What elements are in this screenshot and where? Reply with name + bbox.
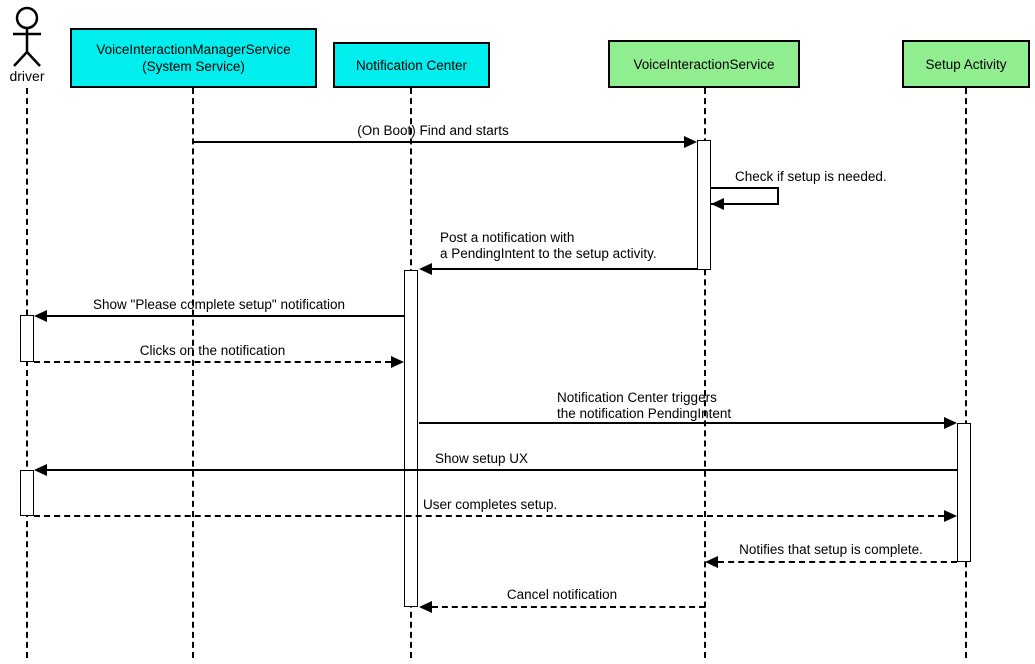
message-user-completes-label: User completes setup. — [423, 497, 558, 512]
message-notifies-complete-label: Notifies that setup is complete. — [739, 542, 923, 557]
arrowhead-left-icon — [34, 464, 47, 476]
message-show-notification-line — [47, 315, 404, 317]
message-check-setup-loop — [711, 187, 779, 205]
actor-driver-label: driver — [9, 68, 45, 84]
message-on-boot-label: (On Boot) Find and starts — [357, 123, 509, 138]
arrowhead-right-icon — [684, 136, 697, 148]
participant-notification-center: Notification Center — [333, 42, 490, 88]
message-on-boot-line — [193, 141, 684, 143]
message-nc-triggers-label: Notification Center triggers the notific… — [557, 390, 732, 421]
arrowhead-left-icon — [711, 198, 724, 210]
message-post-notification-label: Post a notification with a PendingIntent… — [440, 230, 657, 261]
arrowhead-left-icon — [419, 601, 432, 613]
message-show-setup-ux-label: Show setup UX — [435, 451, 529, 466]
activation-driver-1 — [20, 315, 34, 362]
message-cancel-notification-label: Cancel notification — [506, 587, 618, 602]
arrowhead-left-icon — [705, 556, 718, 568]
message-notifies-complete-line — [718, 561, 957, 563]
arrowhead-left-icon — [34, 310, 47, 322]
arrowhead-right-icon — [944, 510, 957, 522]
arrowhead-left-icon — [419, 263, 432, 275]
lifeline-vims — [192, 88, 194, 658]
participant-setup-activity: Setup Activity — [902, 40, 1030, 88]
message-clicks-notification-line — [34, 361, 391, 363]
message-user-completes-line — [34, 515, 944, 517]
lifeline-voice-interaction-service — [704, 88, 706, 658]
message-show-notification-label: Show "Please complete setup" notificatio… — [93, 297, 345, 312]
lifeline-setup-activity — [965, 88, 967, 658]
message-check-setup-label: Check if setup is needed. — [735, 169, 887, 184]
message-show-setup-ux-line — [47, 469, 957, 471]
participant-voice-interaction-service: VoiceInteractionService — [608, 40, 800, 88]
message-post-notification-line — [432, 268, 697, 270]
activation-driver-2 — [20, 470, 34, 516]
message-nc-triggers-line — [419, 422, 944, 424]
message-cancel-notification-line — [432, 606, 705, 608]
actor-driver-icon — [13, 6, 41, 67]
message-clicks-notification-label: Clicks on the notification — [139, 343, 286, 358]
arrowhead-right-icon — [391, 356, 404, 368]
activation-voice-interaction-service — [697, 140, 711, 270]
activation-notification-center — [404, 270, 418, 607]
lifeline-driver — [26, 88, 28, 658]
participant-voice-interaction-manager-service: VoiceInteractionManagerService (System S… — [70, 28, 317, 88]
activation-setup-activity — [957, 423, 971, 562]
arrowhead-right-icon — [944, 417, 957, 429]
